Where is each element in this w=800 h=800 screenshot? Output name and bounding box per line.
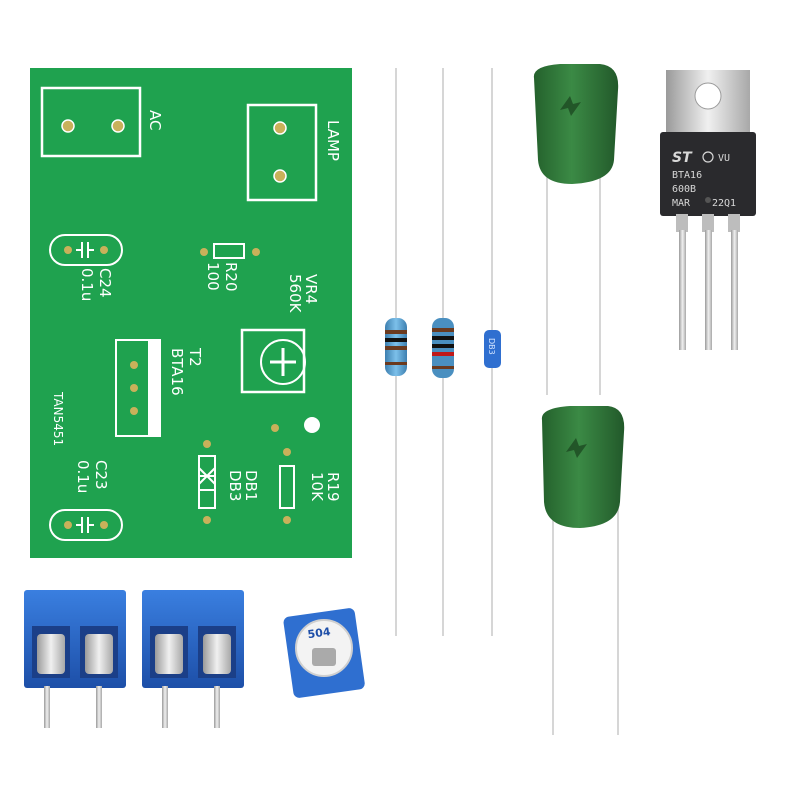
screw-terminal-left-pin-1 — [44, 686, 50, 728]
triac-lead-2 — [705, 230, 712, 350]
film-capacitor-bottom-body — [541, 406, 625, 528]
pcb-substrate — [30, 68, 352, 558]
db-footprint — [198, 455, 216, 509]
pcb-board: AC LAMP R20 100 VR4 560K C24 0.1u T2 BT — [30, 68, 352, 558]
screw-terminal-right-clamp-2 — [203, 634, 231, 674]
lamp-terminal-footprint — [246, 103, 318, 202]
r20-value: 100 — [204, 262, 222, 291]
lamp-pad-2 — [273, 169, 287, 183]
vr4-dial-outline — [260, 339, 306, 385]
triac-marking-line4: 22Q1 — [712, 198, 736, 209]
screw-terminal-left — [24, 590, 126, 728]
triac-bta16: ST VU BTA16 600B MAR 22Q1 — [660, 70, 756, 350]
board-id: TAN5451 — [51, 391, 65, 446]
screw-terminal-right-pin-1 — [162, 686, 168, 728]
triac-marking-suffix: VU — [718, 153, 730, 164]
db-pad-2 — [203, 516, 211, 524]
t2-tab-marker — [148, 340, 160, 436]
c23-ref: C23 — [92, 460, 110, 490]
r19-footprint — [279, 465, 295, 509]
c23-value: 0.1u — [74, 460, 92, 493]
triac-lead-3 — [731, 230, 738, 350]
ac-pad-2 — [111, 119, 125, 133]
db-symbol — [198, 467, 216, 491]
screw-terminal-right — [142, 590, 244, 728]
vr4-ref: VR4 — [302, 274, 320, 304]
c24-value: 0.1u — [78, 268, 96, 301]
t2-pad-1 — [130, 361, 138, 369]
misc-pad — [271, 424, 279, 432]
r19-value: 10K — [308, 472, 326, 502]
lamp-label: LAMP — [324, 120, 342, 161]
lamp-pad-1 — [273, 121, 287, 135]
t2-value: BTA16 — [168, 348, 186, 396]
st-logo: ST — [672, 150, 693, 166]
r20-pad-1 — [200, 248, 208, 256]
resistor-10k — [432, 68, 454, 636]
triac-lead-1 — [679, 230, 686, 350]
c24-pad-2 — [100, 246, 108, 254]
r19-pad-2 — [283, 516, 291, 524]
triac-marking-line2: 600B — [672, 184, 696, 195]
triac-marking-line3: MAR — [672, 198, 691, 209]
triac-mount-hole — [694, 82, 722, 110]
vr4-cross — [270, 348, 296, 376]
triac-marking-line1: BTA16 — [672, 170, 702, 181]
c23-pad-2 — [100, 521, 108, 529]
resistor-100 — [385, 68, 407, 636]
vr4-mount-hole — [304, 417, 320, 433]
screw-terminal-right-pin-2 — [214, 686, 220, 728]
db-ref-1: DB1 — [242, 470, 260, 501]
film-capacitor-top-body — [533, 64, 619, 184]
r19-pad-1 — [283, 448, 291, 456]
triac-body — [660, 132, 756, 216]
r20-pad-2 — [252, 248, 260, 256]
screw-terminal-left-clamp-2 — [85, 634, 113, 674]
screw-terminal-right-clamp-1 — [155, 634, 183, 674]
db-ref-2: DB3 — [226, 470, 244, 501]
screw-terminal-left-pin-2 — [96, 686, 102, 728]
c24-ref: C24 — [96, 268, 114, 298]
film-capacitor-top — [533, 64, 619, 395]
c23-symbol — [76, 517, 94, 533]
diac-marking: DB3 — [487, 338, 496, 355]
c23-pad-1 — [64, 521, 72, 529]
vr4-value: 560K — [286, 274, 304, 314]
ac-terminal-footprint — [40, 86, 142, 158]
t2-ref: T2 — [186, 347, 204, 367]
db-pad-1 — [203, 440, 211, 448]
diac-body — [484, 330, 501, 368]
t2-pad-3 — [130, 407, 138, 415]
t2-pad-2 — [130, 384, 138, 392]
r20-footprint — [213, 243, 245, 259]
diac-db3: DB3 — [484, 68, 501, 636]
c23-footprint — [49, 509, 123, 541]
r20-ref: R20 — [222, 262, 240, 292]
screw-terminal-left-clamp-1 — [37, 634, 65, 674]
r19-ref: R19 — [324, 472, 342, 502]
trimmer-potentiometer: 504 — [283, 608, 365, 698]
ac-label: AC — [146, 110, 164, 130]
film-capacitor-bottom — [541, 406, 625, 735]
c24-footprint — [49, 234, 123, 266]
trimmer-code: 504 — [307, 625, 332, 641]
c24-symbol — [76, 242, 94, 258]
c24-pad-1 — [64, 246, 72, 254]
ac-pad-1 — [61, 119, 75, 133]
